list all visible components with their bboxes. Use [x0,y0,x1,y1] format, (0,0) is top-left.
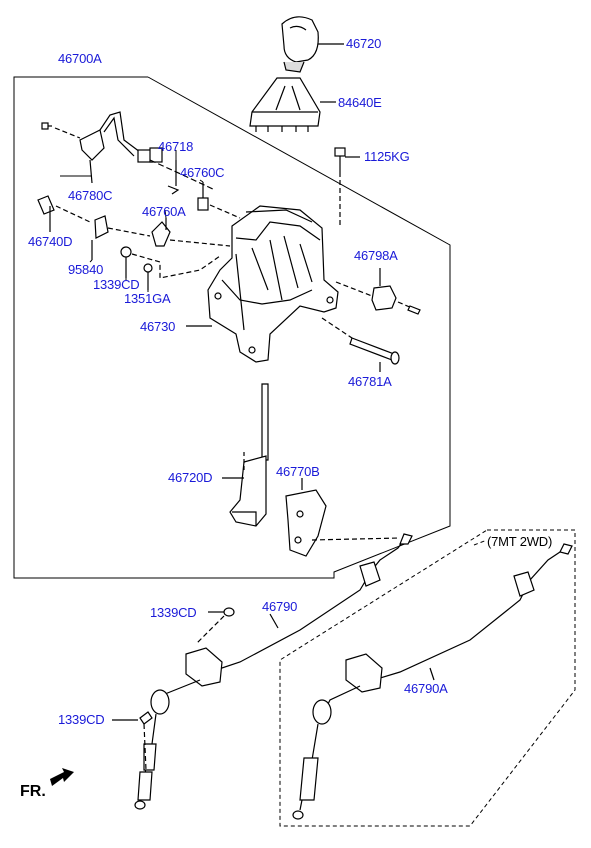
label-46798a: 46798A [354,248,398,263]
label-1339cd-upper: 1339CD [93,277,140,292]
label-1125kg: 1125KG [364,149,410,164]
variant-frame [279,529,576,827]
shifter-housing-illustration [186,205,339,363]
cable-46790a-illustration [292,543,573,820]
label-46780c: 46780C [68,188,113,203]
damper-illustration [335,268,421,315]
label-46760a: 46760A [142,204,186,219]
label-46740d: 46740D [28,234,73,249]
clip-illustrations [167,160,241,219]
label-46790: 46790 [262,599,298,614]
bolt-1125kg [334,147,360,228]
label-46760c: 46760C [180,165,225,180]
label-46720: 46720 [346,36,382,51]
label-46720d: 46720D [168,470,213,485]
assembly-frame [13,76,451,579]
label-46700a: 46700A [58,51,102,66]
label-46770b: 46770B [276,464,320,479]
front-direction-label: FR. [20,783,46,800]
label-1339cd-lower: 1339CD [58,712,105,727]
front-arrow-icon [50,768,74,786]
label-46790a: 46790A [404,681,448,696]
label-46718: 46718 [158,139,194,154]
label-46781a: 46781A [348,374,392,389]
lever-illustration [222,383,269,527]
label-46730: 46730 [140,319,176,334]
small-parts [37,195,231,290]
shift-knob-illustration [281,16,344,73]
label-7mt-2wd: (7MT 2WD) [487,534,553,549]
label-84640e: 84640E [338,95,382,110]
boot-illustration [249,77,336,132]
harness-illustration [41,111,216,191]
label-95840: 95840 [68,262,104,277]
pin-illustration [321,317,400,372]
label-1339cd-middle: 1339CD [150,605,197,620]
label-1351ga: 1351GA [124,291,171,306]
cable-46790-illustration [112,533,413,810]
leader-lines [60,150,204,292]
bracket-illustration [285,478,401,557]
